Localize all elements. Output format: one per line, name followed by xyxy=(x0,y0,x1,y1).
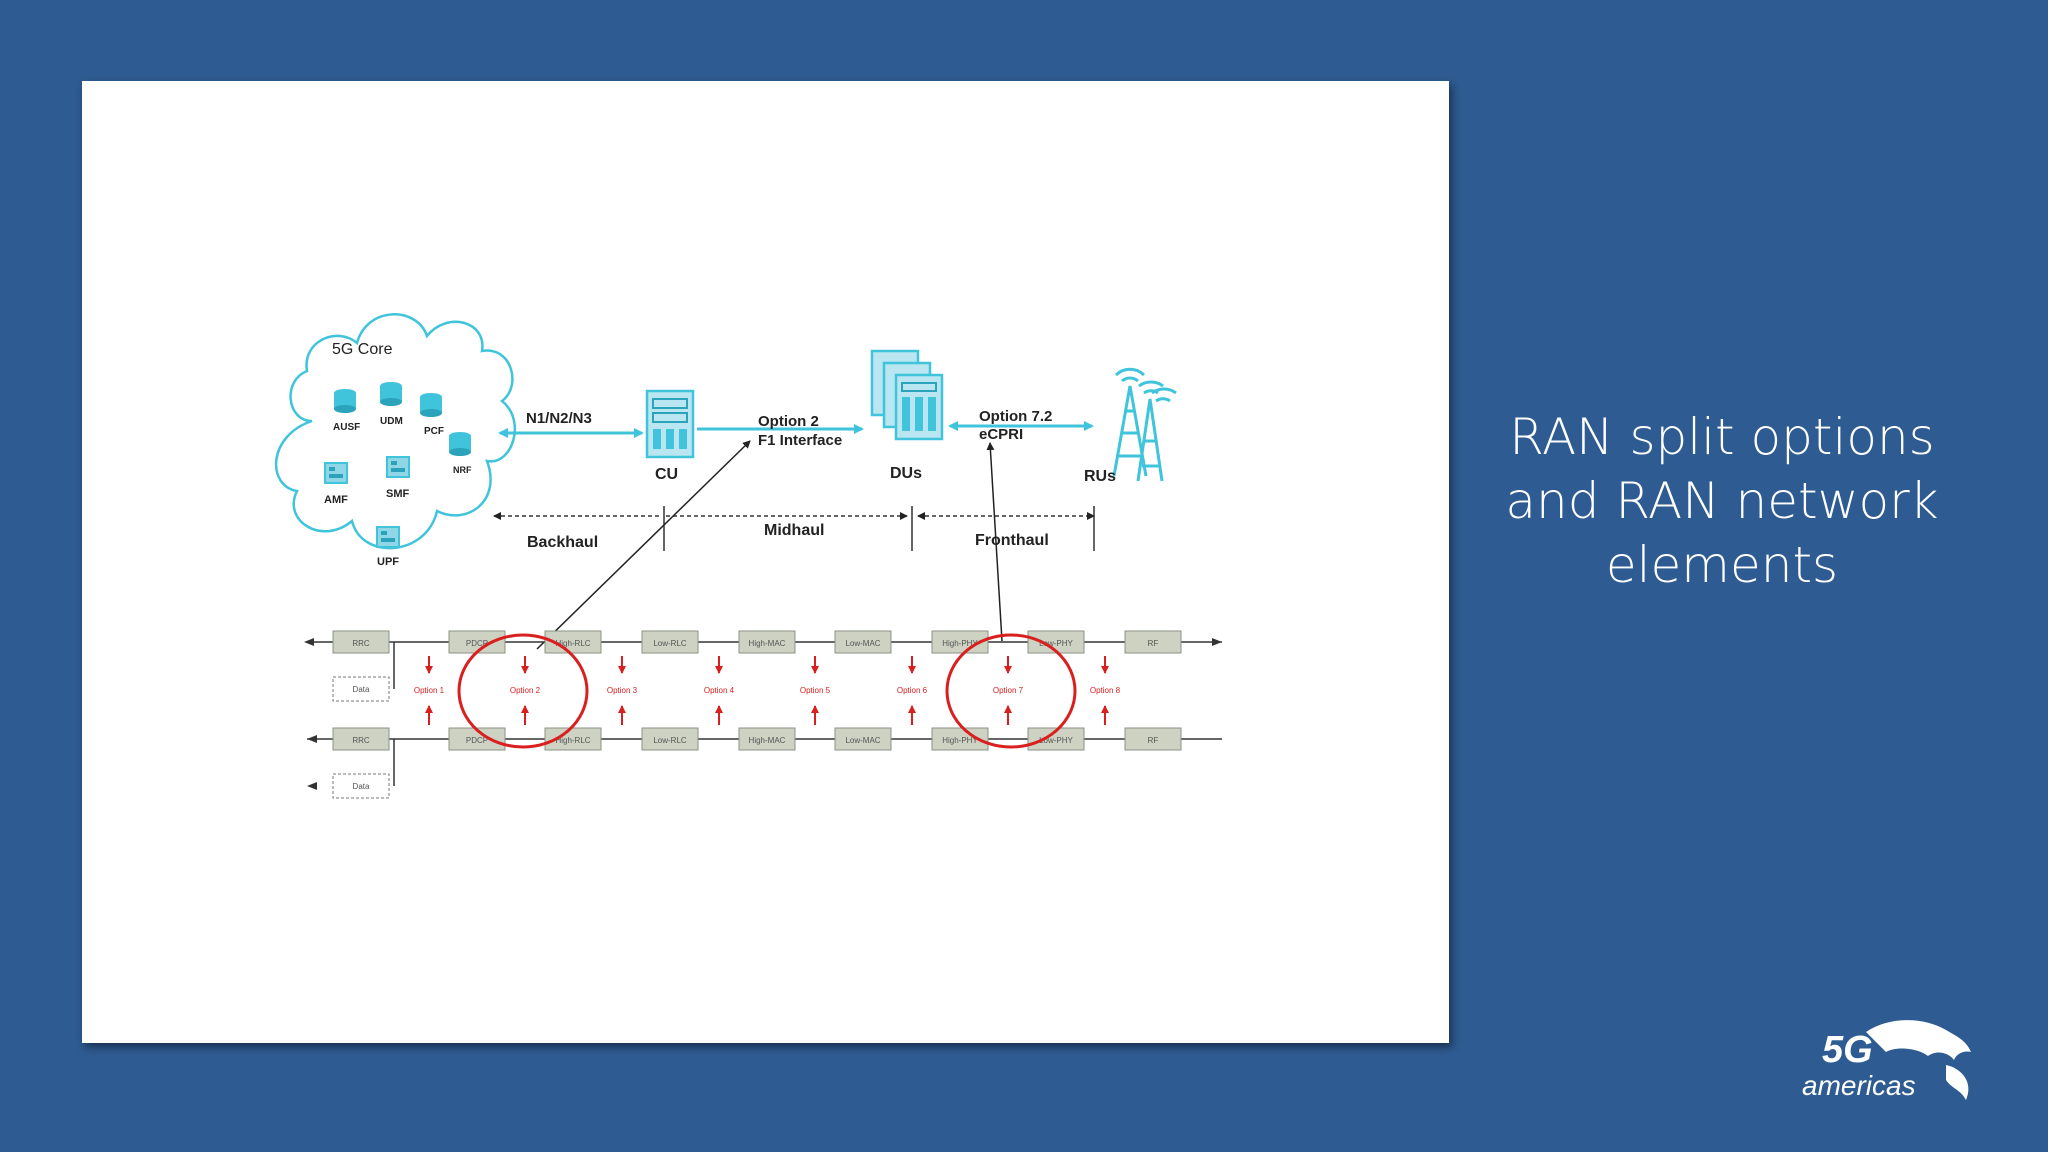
top-chain-box: PDCP xyxy=(448,630,506,654)
cu-label: CU xyxy=(655,466,678,483)
core-cloud xyxy=(274,313,517,550)
db-icon xyxy=(420,393,442,417)
chain-lines xyxy=(307,641,1222,786)
top-chain-box: High-RLC xyxy=(544,630,602,654)
du-servers-icon xyxy=(870,349,944,441)
svg-text:High-RLC: High-RLC xyxy=(555,639,590,648)
core-label: 5G Core xyxy=(332,341,393,358)
svg-text:Low-MAC: Low-MAC xyxy=(845,639,880,648)
slide-title-line: and RAN network xyxy=(1505,472,1939,530)
db-icon xyxy=(334,389,356,413)
slide-title: RAN split options and RAN network elemen… xyxy=(1470,405,1974,597)
top-chain-box: Low-MAC xyxy=(834,630,892,654)
svg-text:Data: Data xyxy=(353,685,370,694)
ran-split-diagram: 5G Core AUSF UDM PCF NRF AMF SMF UPF N1/… xyxy=(274,313,1222,799)
top-chain-in-arrow xyxy=(304,638,314,646)
db-icon xyxy=(380,382,402,406)
split-option-label: Option 3 xyxy=(607,686,638,695)
data-box: Data xyxy=(332,676,390,702)
bottom-chain-box: RF xyxy=(1124,727,1182,751)
core-fn-udm: UDM xyxy=(380,416,403,427)
option72-label: Option 7.2 xyxy=(979,408,1052,425)
bottom-chain-box: RRC xyxy=(332,727,390,751)
core-fn-smf: SMF xyxy=(386,488,410,500)
svg-text:Low-PHY: Low-PHY xyxy=(1039,736,1073,745)
fronthaul-label: Fronthaul xyxy=(975,532,1049,549)
svg-text:RF: RF xyxy=(1148,736,1159,745)
core-fn-ausf: AUSF xyxy=(333,422,360,433)
slide-title-line: RAN split options xyxy=(1509,408,1935,466)
f1-label: F1 Interface xyxy=(758,432,842,449)
top-chain-box: High-PHY xyxy=(931,630,989,654)
midhaul-label: Midhaul xyxy=(764,522,824,539)
option7-pointer xyxy=(986,442,1003,642)
split-option-label: Option 5 xyxy=(800,686,831,695)
svg-text:High-MAC: High-MAC xyxy=(749,736,786,745)
option7-highlight xyxy=(945,633,1077,749)
option2-label: Option 2 xyxy=(758,413,819,430)
svg-text:Low-PHY: Low-PHY xyxy=(1039,639,1073,648)
server-icon xyxy=(376,526,400,548)
ecpri-label: eCPRI xyxy=(979,426,1023,443)
top-chain-box: Low-RLC xyxy=(641,630,699,654)
bottom-chain-box: High-PHY xyxy=(931,727,989,751)
5g-americas-logo: 5G americas xyxy=(1802,1020,1971,1101)
top-chain-out-arrow xyxy=(1212,638,1222,646)
bottom-chain-box: Low-RLC xyxy=(641,727,699,751)
svg-text:High-RLC: High-RLC xyxy=(555,736,590,745)
svg-text:RRC: RRC xyxy=(352,639,370,648)
db-icon xyxy=(449,432,471,456)
split-option-label: Option 2 xyxy=(510,686,541,695)
bottom-chain-out-arrow xyxy=(307,735,317,743)
diagram-panel: 5G Core AUSF UDM PCF NRF AMF SMF UPF N1/… xyxy=(82,81,1449,1043)
svg-text:High-PHY: High-PHY xyxy=(942,736,978,745)
bottom-chain-box: High-MAC xyxy=(738,727,796,751)
svg-text:RRC: RRC xyxy=(352,736,370,745)
option2-highlight xyxy=(457,633,589,749)
cu-server-icon xyxy=(645,389,695,459)
backhaul-label: Backhaul xyxy=(527,534,598,551)
split-option-label: Option 8 xyxy=(1090,686,1121,695)
core-fn-nrf: NRF xyxy=(453,465,472,475)
radio-tower-icon xyxy=(1112,367,1177,482)
bottom-chain-box: Low-MAC xyxy=(834,727,892,751)
split-markers xyxy=(425,656,1109,725)
svg-text:High-PHY: High-PHY xyxy=(942,639,978,648)
core-fn-upf: UPF xyxy=(377,556,399,568)
svg-text:Low-MAC: Low-MAC xyxy=(845,736,880,745)
svg-text:PDCP: PDCP xyxy=(466,736,488,745)
svg-text:Data: Data xyxy=(353,782,370,791)
top-chain-box: RRC xyxy=(332,630,390,654)
du-label: DUs xyxy=(890,465,922,482)
core-fn-amf: AMF xyxy=(324,494,348,506)
server-icon xyxy=(386,456,410,478)
svg-text:5G: 5G xyxy=(1822,1029,1873,1071)
data-box: Data xyxy=(332,773,390,799)
svg-text:Low-RLC: Low-RLC xyxy=(653,736,687,745)
option2-pointer xyxy=(536,440,751,650)
split-option-label: Option 4 xyxy=(704,686,735,695)
server-icon xyxy=(324,462,348,484)
core-fn-pcf: PCF xyxy=(424,426,444,437)
svg-text:High-MAC: High-MAC xyxy=(749,639,786,648)
split-option-label: Option 1 xyxy=(414,686,445,695)
svg-text:Low-RLC: Low-RLC xyxy=(653,639,687,648)
bottom-chain-box: Low-PHY xyxy=(1027,727,1085,751)
svg-text:americas: americas xyxy=(1802,1070,1916,1101)
slide-title-line: elements xyxy=(1605,536,1839,594)
haul-dividers xyxy=(663,506,1095,551)
n1n2n3-label: N1/N2/N3 xyxy=(526,410,592,427)
split-option-label: Option 6 xyxy=(897,686,928,695)
top-chain-box: RF xyxy=(1124,630,1182,654)
data-out-arrow xyxy=(307,782,317,790)
split-option-label: Option 7 xyxy=(993,686,1024,695)
svg-text:PDCP: PDCP xyxy=(466,639,488,648)
ru-label: RUs xyxy=(1084,468,1116,485)
top-chain-box: High-MAC xyxy=(738,630,796,654)
svg-text:RF: RF xyxy=(1148,639,1159,648)
